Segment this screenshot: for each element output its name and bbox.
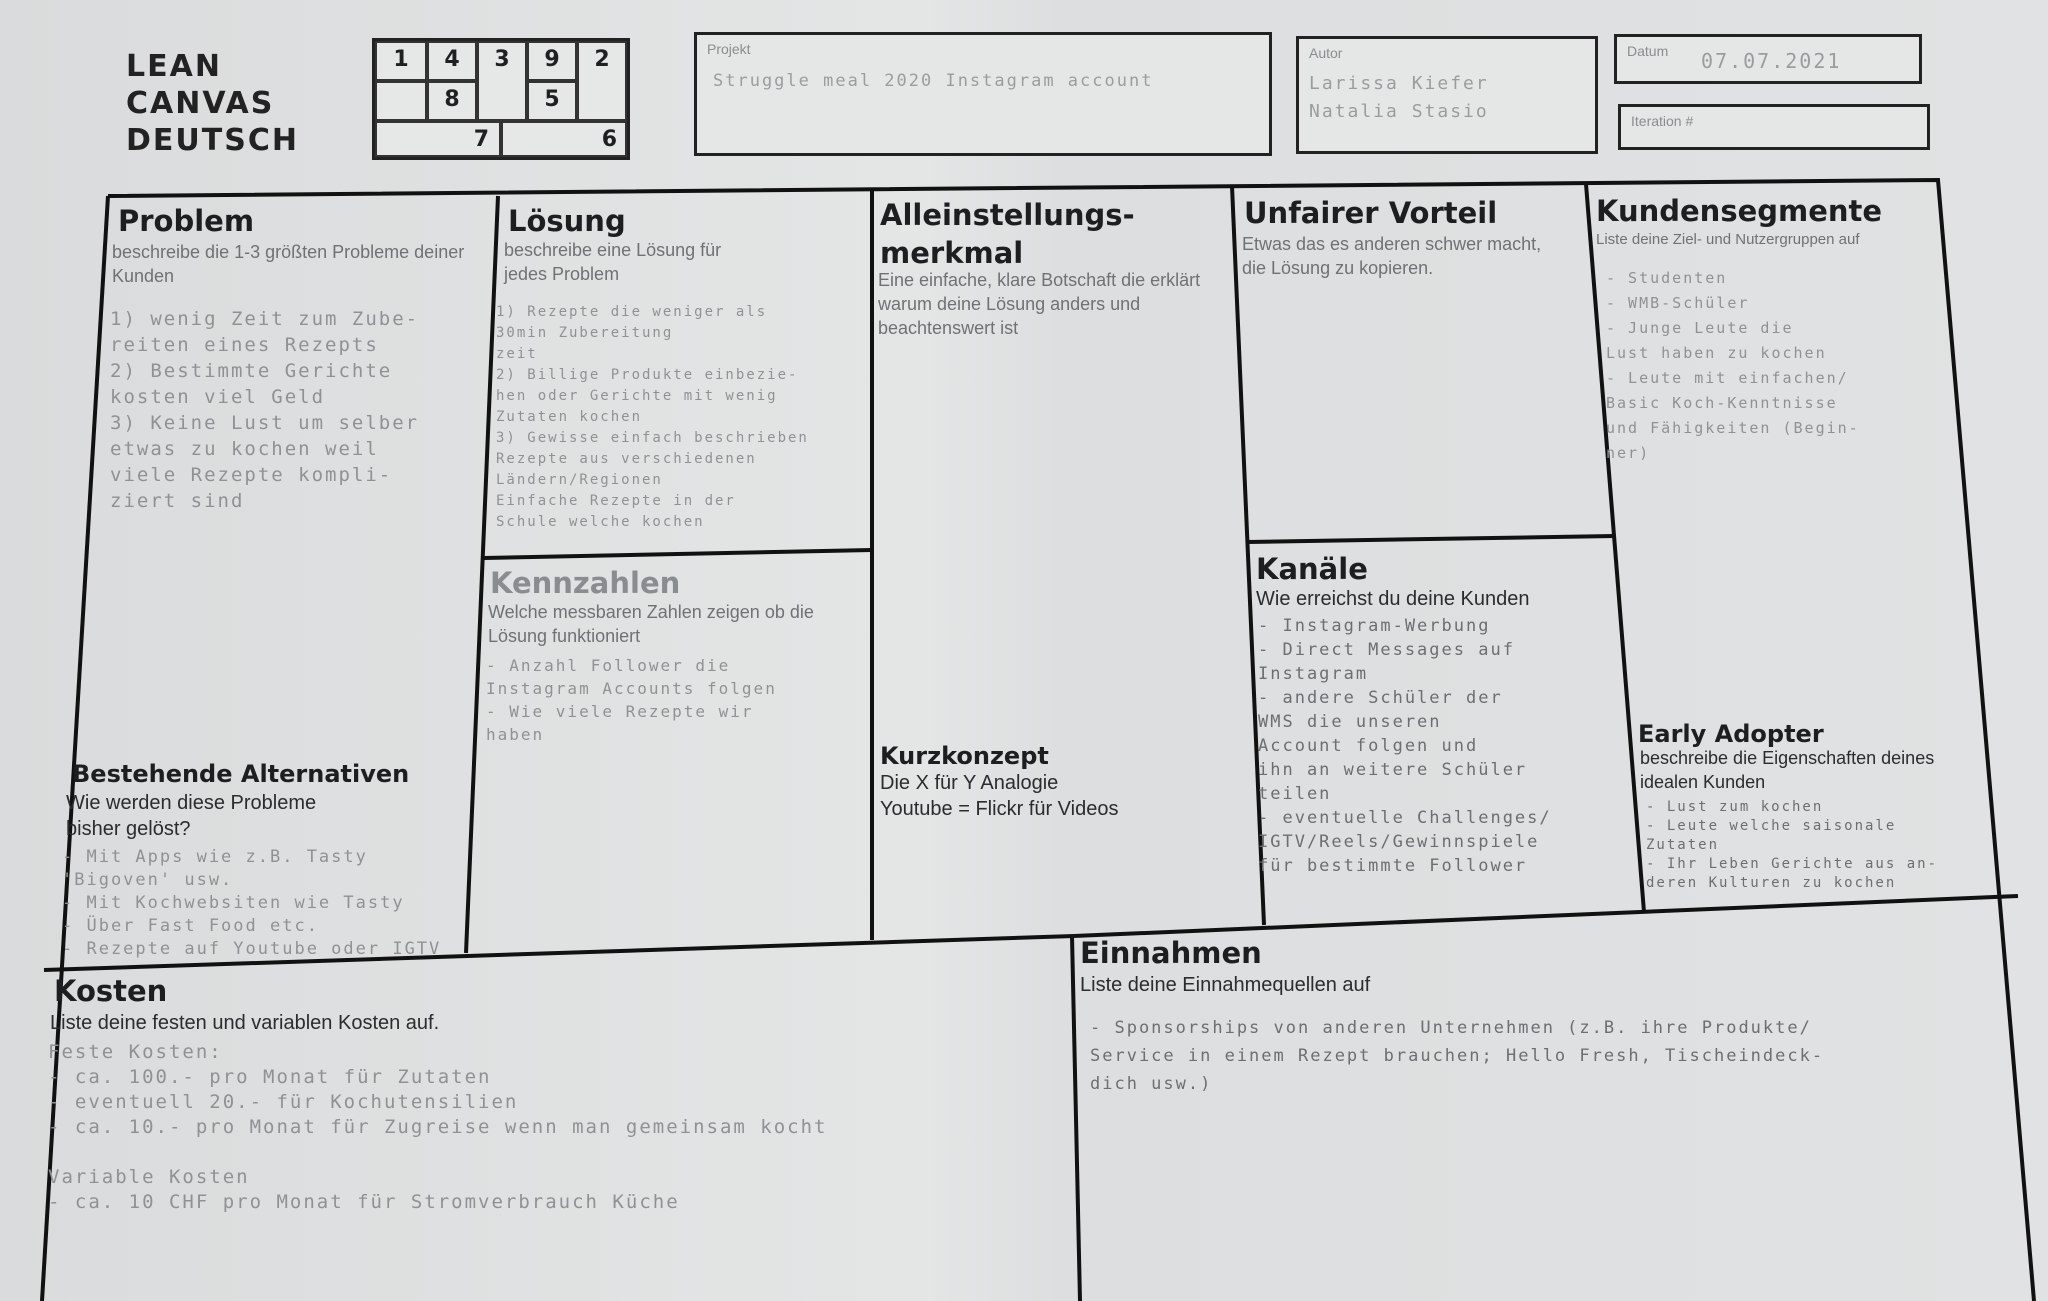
- kurzkonzept-title: Kurzkonzept: [880, 742, 1049, 770]
- grid-cell: 9: [527, 41, 577, 81]
- title-line-3: DEUTSCH: [126, 123, 299, 158]
- alleinstellung-title-1: Alleinstellungs-: [880, 198, 1135, 232]
- kanaele-notes: - Instagram-Werbung - Direct Messages au…: [1258, 616, 1552, 876]
- title-line-2: CANVAS: [126, 86, 275, 121]
- grid-cell: 5: [527, 81, 577, 121]
- problem-title: Problem: [118, 204, 255, 238]
- title-line-1: LEAN: [126, 49, 222, 84]
- alternativen-title: Bestehende Alternativen: [72, 760, 410, 788]
- kurzkonzept-line-2: Youtube = Flickr für Videos: [880, 798, 1119, 820]
- problem-notes: 1) wenig Zeit zum Zube- reiten eines Rez…: [110, 308, 420, 512]
- unfair-title: Unfairer Vorteil: [1244, 196, 1498, 230]
- alleinstellung-title-2: merkmal: [880, 236, 1024, 270]
- iteration-box: Iteration #: [1618, 104, 1930, 150]
- grid-cell: 6: [501, 121, 627, 157]
- kundensegmente-title: Kundensegmente: [1596, 194, 1883, 228]
- einnahmen-notes: - Sponsorships von anderen Unternehmen (…: [1090, 1018, 1825, 1094]
- canvas-title: LEAN CANVAS DEUTSCH: [126, 48, 299, 159]
- kanaele-title: Kanäle: [1256, 552, 1368, 586]
- grid-cell: 4: [427, 41, 477, 81]
- grid-cell: 2: [577, 41, 627, 121]
- loesung-notes: 1) Rezepte die weniger als 30min Zuberei…: [496, 304, 809, 530]
- projekt-label: Projekt: [707, 41, 751, 57]
- kanaele-description: Wie erreichst du deine Kunden: [1256, 588, 1530, 610]
- alleinstellung-description: Eine einfache, klare Botschaft die erklä…: [878, 270, 1201, 338]
- autor-value-2: Natalia Stasio: [1309, 101, 1489, 122]
- kurzkonzept-line-1: Die X für Y Analogie: [880, 772, 1059, 794]
- kundensegmente-notes: - Studenten - WMB-Schüler - Junge Leute …: [1606, 269, 1860, 462]
- grid-cell: 3: [477, 41, 527, 121]
- datum-value: 07.07.2021: [1701, 49, 1842, 73]
- autor-label: Autor: [1309, 45, 1343, 61]
- early-adopter-description: beschreibe die Eigenschaften deines idea…: [1640, 748, 1935, 792]
- kosten-title: Kosten: [54, 974, 168, 1008]
- kundensegmente-description: Liste deine Ziel- und Nutzergruppen auf: [1596, 231, 1860, 248]
- alternativen-notes: - Mit Apps wie z.B. Tasty 'Bigoven' usw.…: [62, 847, 442, 959]
- kennzahlen-description: Welche messbaren Zahlen zeigen ob die Lö…: [488, 602, 814, 646]
- loesung-description: beschreibe eine Lösung für jedes Problem: [504, 240, 722, 284]
- datum-label: Datum: [1627, 43, 1669, 59]
- alternativen-description: Wie werden diese Probleme bisher gelöst?: [66, 792, 317, 840]
- kosten-notes: Feste Kosten: - ca. 100.- pro Monat für …: [48, 1041, 828, 1213]
- section-order-grid: 1 4 3 9 2 8 5 7 6: [372, 38, 630, 160]
- problem-description: beschreibe die 1-3 größten Probleme dein…: [112, 242, 465, 286]
- autor-box: Autor Larissa Kiefer Natalia Stasio: [1296, 36, 1598, 154]
- einnahmen-description: Liste deine Einnahmequellen auf: [1080, 974, 1371, 996]
- grid-cell: 8: [427, 81, 477, 121]
- projekt-box: Projekt Struggle meal 2020 Instagram acc…: [694, 32, 1272, 156]
- grid-cell: 1: [375, 41, 427, 81]
- kennzahlen-title: Kennzahlen: [490, 566, 681, 600]
- iteration-label: Iteration #: [1631, 113, 1694, 129]
- projekt-value: Struggle meal 2020 Instagram account: [713, 71, 1154, 91]
- autor-value-1: Larissa Kiefer: [1309, 73, 1489, 94]
- unfair-description: Etwas das es anderen schwer macht, die L…: [1242, 234, 1542, 278]
- kosten-description: Liste deine festen und variablen Kosten …: [50, 1012, 440, 1034]
- grid-cell-empty: [375, 81, 427, 121]
- early-adopter-notes: - Lust zum kochen - Leute welche saisona…: [1646, 799, 1939, 891]
- grid-cell: 7: [375, 121, 501, 157]
- datum-box: Datum 07.07.2021: [1614, 34, 1922, 84]
- early-adopter-title: Early Adopter: [1638, 720, 1824, 748]
- kennzahlen-notes: - Anzahl Follower die Instagram Accounts…: [486, 656, 777, 744]
- loesung-title: Lösung: [508, 204, 626, 238]
- einnahmen-title: Einnahmen: [1080, 936, 1262, 970]
